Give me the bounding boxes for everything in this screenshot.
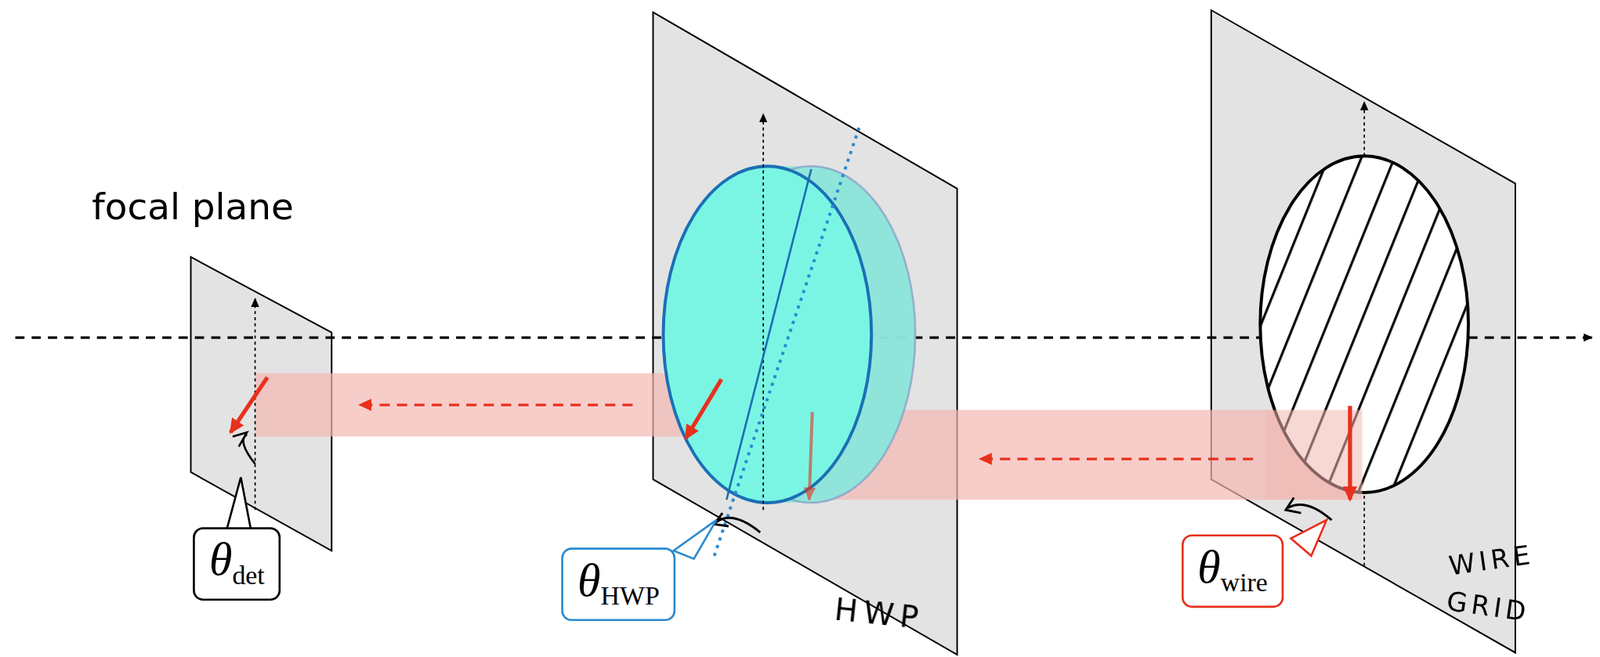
hwp-panel <box>652 12 957 656</box>
callout-tail <box>1290 520 1327 557</box>
beam <box>255 373 721 438</box>
vertical-axis <box>254 299 257 511</box>
angle-arc <box>714 513 761 533</box>
propagation-arrow <box>979 457 1253 460</box>
polarization-arrow <box>685 379 722 439</box>
angle-symbol: θwire <box>1197 540 1268 593</box>
callout-tail <box>673 520 717 559</box>
propagation-arrow <box>358 403 633 406</box>
angle-callout: θHWP <box>561 547 676 623</box>
polarization-arrow <box>809 412 813 500</box>
angle-arc <box>232 432 256 464</box>
angle-callout: θwire <box>1180 534 1284 609</box>
angle-symbol: θHWP <box>577 553 660 605</box>
hwp-disk <box>662 114 916 557</box>
callout-tail <box>226 477 251 531</box>
wire-grid <box>1224 142 1511 511</box>
polarization-arrow <box>1347 405 1352 500</box>
polarization-arrow <box>230 377 268 433</box>
angle-arc <box>1285 498 1333 522</box>
part-label: GRID <box>1444 586 1532 629</box>
angle-callout: θdet <box>192 527 281 602</box>
angle-symbol: θdet <box>209 532 265 585</box>
plane-label: focal plane <box>91 185 294 228</box>
